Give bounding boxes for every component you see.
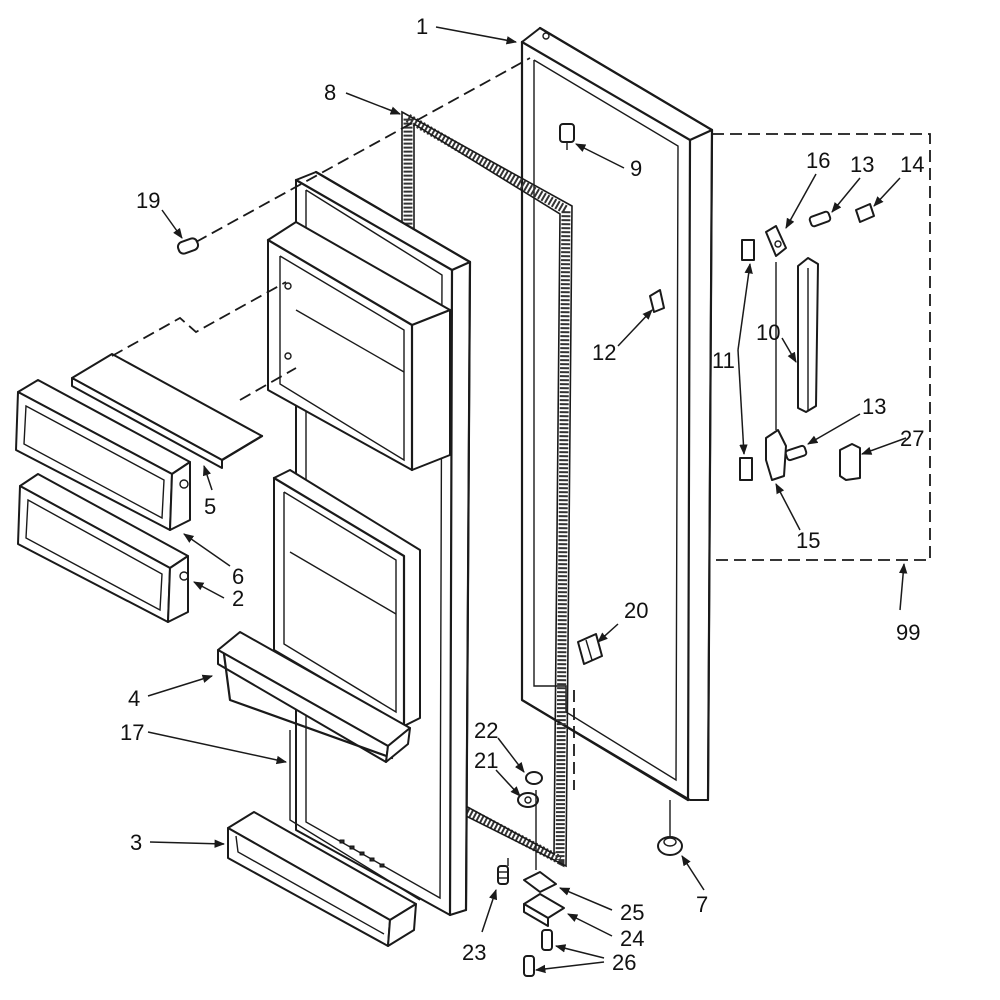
- hinge-15: [765, 429, 787, 481]
- door-shelf-rail: [217, 631, 411, 763]
- callout-7: 7: [696, 892, 708, 917]
- lower-door-bin: [17, 473, 189, 623]
- callout-12: 12: [592, 340, 616, 365]
- callout-11: 11: [712, 348, 735, 373]
- callout-20: 20: [624, 598, 648, 623]
- upper-door-bin: [15, 379, 191, 531]
- hinge-24: [523, 893, 565, 927]
- hinge-part-25: [523, 871, 557, 893]
- callout-17: 17: [120, 720, 144, 745]
- callout-26: 26: [612, 950, 636, 975]
- bushing-22: [525, 771, 543, 785]
- callout-3: 3: [130, 830, 142, 855]
- liner-vent-dots: [339, 839, 385, 868]
- callout-4: 4: [128, 686, 140, 711]
- screw-23: [497, 865, 509, 885]
- bracket-20: [577, 633, 603, 665]
- plate-11-top: [741, 239, 755, 261]
- plug-button-19: [176, 237, 200, 255]
- callout-22: 22: [474, 718, 498, 743]
- callout-6: 6: [232, 564, 244, 589]
- hinge-bracket-16: [765, 225, 787, 257]
- hinge-pin-screw-13-top: [808, 210, 832, 228]
- callout-9: 9: [630, 156, 642, 181]
- callout-13-bottom: 13: [862, 394, 886, 419]
- leveler-7: [657, 836, 683, 856]
- callout-24: 24: [620, 926, 644, 951]
- hinge-kit-box-99: [712, 133, 931, 561]
- hinge-cover-10: [797, 257, 819, 413]
- callout-19: 19: [136, 188, 160, 213]
- callout-10: 10: [756, 320, 780, 345]
- door-liner: [266, 170, 472, 917]
- plate-11-bottom: [739, 457, 753, 481]
- callout-14: 14: [900, 152, 924, 177]
- callout-16: 16: [806, 148, 830, 173]
- screws-26: [523, 929, 553, 977]
- callout-leaders: [147, 26, 908, 974]
- bin-cover-shelf: [71, 353, 264, 469]
- callout-2: 2: [232, 586, 244, 611]
- callout-15: 15: [796, 528, 820, 553]
- callout-25: 25: [620, 900, 644, 925]
- callout-99: 99: [896, 620, 920, 645]
- bottom-door-shelf: [227, 811, 417, 947]
- cap-27: [839, 443, 861, 481]
- callout-5: 5: [204, 494, 216, 519]
- clip-12: [649, 289, 665, 313]
- washer-21: [517, 792, 539, 808]
- callout-21: 21: [474, 748, 498, 773]
- hinge-pin-screw-13-bottom: [784, 444, 808, 462]
- callout-23: 23: [462, 940, 486, 965]
- plug-button-9: [559, 123, 575, 150]
- callout-13-top: 13: [850, 152, 874, 177]
- callout-27: 27: [900, 426, 924, 451]
- assembly-lines: [111, 57, 777, 870]
- callout-1: 1: [416, 14, 428, 39]
- callout-labels: 1 2 3 4 5 6 7 8 9 10 11 12 13 13 14 15 1…: [120, 14, 924, 975]
- callout-8: 8: [324, 80, 336, 105]
- door-outer-panel: [520, 26, 714, 802]
- cap-14: [855, 203, 875, 223]
